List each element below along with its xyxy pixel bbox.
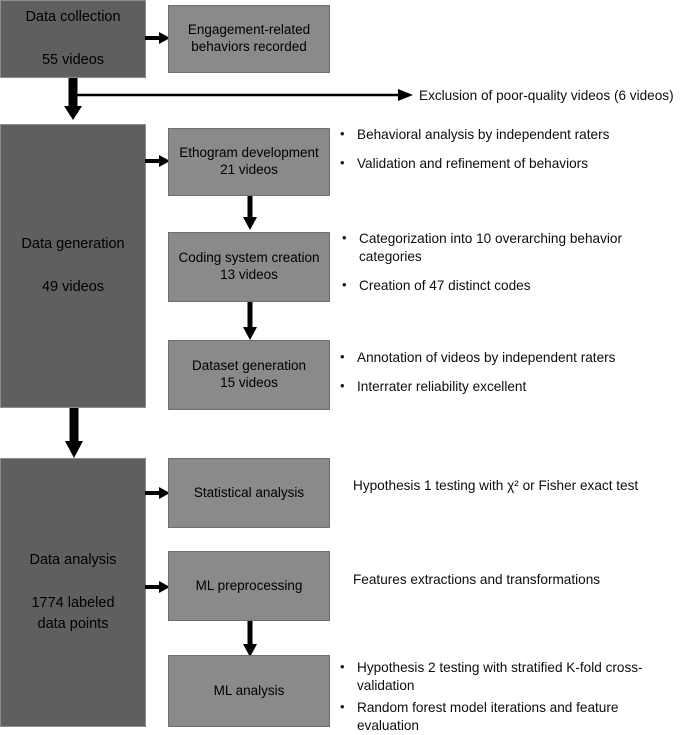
- step-box-ethogram-development: Ethogram development 21 videos: [168, 128, 330, 196]
- arrow-analysis-to-statistical: [145, 486, 171, 500]
- step-label-line1: Ethogram development: [179, 145, 319, 161]
- list-item: • Creation of 47 distinct codes: [342, 277, 632, 295]
- list-item-text: Random forest model iterations and featu…: [357, 699, 619, 733]
- annotation-ml-preprocessing-text: Features extractions and transformations: [353, 571, 673, 589]
- list-item: • Interrater reliability excellent: [340, 378, 650, 396]
- stage-box-data-analysis: Data analysis 1774 labeled data points: [0, 458, 146, 727]
- annotation-coding-bullets: • Categorization into 10 overarching beh…: [342, 230, 632, 295]
- step-label-line2: 13 videos: [220, 267, 278, 282]
- stage-box-data-generation: Data generation 49 videos: [0, 124, 146, 408]
- step-label-line2: behaviors recorded: [191, 39, 307, 54]
- annotation-ml-analysis-bullets: • Hypothesis 2 testing with stratified K…: [340, 659, 670, 735]
- stage-label-line2: 55 videos: [41, 52, 105, 68]
- annotation-statistical-label: Hypothesis 1 testing with χ² or Fisher e…: [353, 478, 639, 493]
- list-item: • Categorization into 10 overarching beh…: [342, 230, 632, 266]
- list-item-text: Validation and refinement of behaviors: [357, 155, 588, 171]
- step-box-ml-preprocessing: ML preprocessing: [168, 551, 330, 621]
- annotation-exclusion-text: Exclusion of poor-quality videos (6 vide…: [419, 88, 674, 103]
- bullet-icon: •: [340, 698, 345, 714]
- list-item-text: Interrater reliability excellent: [357, 378, 527, 394]
- list-item-text: Hypothesis 2 testing with stratified K-f…: [357, 660, 643, 693]
- arrow-exclusion-branch: [64, 78, 414, 120]
- arrow-generation-to-ethogram: [145, 154, 171, 168]
- annotation-ml-preprocessing-label: Features extractions and transformations: [353, 572, 601, 587]
- arrow-generation-to-analysis: [64, 408, 84, 458]
- bullet-icon: •: [342, 230, 347, 245]
- bullet-icon: •: [340, 377, 345, 393]
- arrow-analysis-to-ml-preprocessing: [145, 580, 171, 594]
- list-item-text: Creation of 47 distinct codes: [359, 277, 531, 293]
- list-item: • Behavioral analysis by independent rat…: [340, 126, 640, 144]
- step-label-line1: ML analysis: [213, 682, 285, 698]
- bullet-icon: •: [340, 126, 345, 141]
- annotation-dataset-bullets: • Annotation of videos by independent ra…: [340, 349, 650, 396]
- list-item-text: Behavioral analysis by independent rater…: [357, 127, 610, 142]
- step-label-line1: Coding system creation: [178, 250, 320, 266]
- list-item-text: Categorization into 10 overarching behav…: [359, 231, 622, 264]
- step-label-line2: 21 videos: [220, 162, 278, 177]
- stage-label-line2: 1774 labeled: [31, 595, 115, 612]
- step-box-ml-analysis: ML analysis: [168, 655, 330, 727]
- list-item-text: Annotation of videos by independent rate…: [357, 350, 616, 365]
- annotation-statistical-text: Hypothesis 1 testing with χ² or Fisher e…: [353, 477, 673, 495]
- bullet-icon: •: [342, 276, 347, 292]
- step-label-line1: ML preprocessing: [195, 577, 303, 593]
- bullet-icon: •: [340, 659, 345, 674]
- bullet-icon: •: [340, 154, 345, 170]
- step-label-line1: Engagement-related: [187, 22, 311, 38]
- step-box-coding-system-creation: Coding system creation 13 videos: [168, 232, 330, 302]
- step-box-engagement-behaviors: Engagement-related behaviors recorded: [168, 5, 330, 73]
- step-label-line1: Statistical analysis: [193, 484, 305, 500]
- list-item: • Annotation of videos by independent ra…: [340, 349, 650, 367]
- annotation-exclusion: Exclusion of poor-quality videos (6 vide…: [419, 87, 689, 105]
- step-label-line1: Dataset generation: [191, 358, 307, 374]
- stage-label-line2: 49 videos: [41, 279, 105, 295]
- stage-label-line1: Data generation: [21, 236, 125, 253]
- arrow-ethogram-to-coding: [242, 196, 258, 230]
- arrow-collection-to-engagement: [145, 31, 171, 45]
- arrow-preprocessing-to-ml-analysis: [242, 621, 258, 657]
- list-item: • Hypothesis 2 testing with stratified K…: [340, 659, 670, 695]
- step-box-dataset-generation: Dataset generation 15 videos: [168, 340, 330, 410]
- step-box-statistical-analysis: Statistical analysis: [168, 458, 330, 528]
- stage-label-line1: Data collection: [25, 9, 121, 26]
- list-item: • Random forest model iterations and fea…: [340, 699, 670, 735]
- annotation-ethogram-bullets: • Behavioral analysis by independent rat…: [340, 126, 640, 173]
- list-item: • Validation and refinement of behaviors: [340, 155, 640, 173]
- stage-box-data-collection: Data collection 55 videos: [0, 0, 146, 78]
- arrow-coding-to-dataset: [242, 302, 258, 340]
- bullet-icon: •: [340, 349, 345, 364]
- stage-label-line1: Data analysis: [29, 552, 117, 569]
- step-label-line2: 15 videos: [220, 375, 278, 390]
- stage-label-line3: data points: [37, 615, 109, 632]
